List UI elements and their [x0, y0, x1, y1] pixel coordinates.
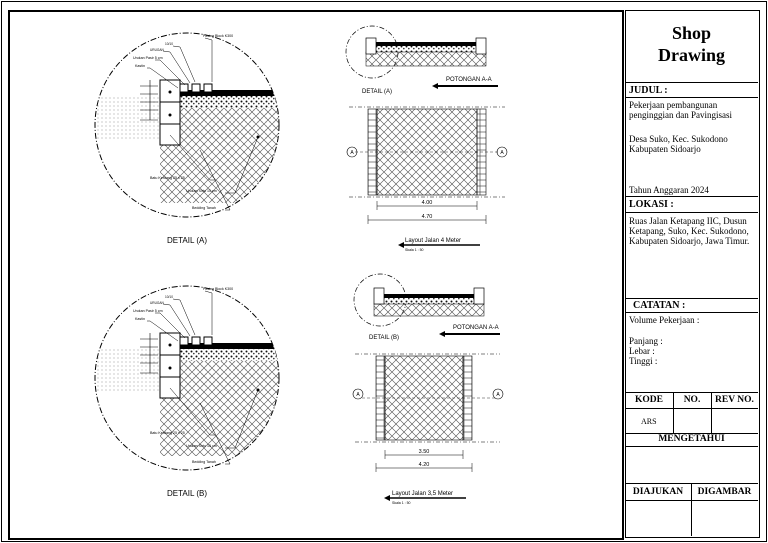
detail-a-label-small1: 10/10	[165, 42, 173, 46]
section-a-dim-outer: 4.70	[422, 214, 433, 220]
drawing-area	[8, 10, 624, 540]
panjang-label: Panjang :	[629, 336, 663, 346]
section-b: DETAIL (B) POTONGAN A-A A A 3.50 4.20 La…	[352, 273, 504, 505]
detail-b-label-sirtu: Urukan Sirtu 15 cm	[186, 444, 217, 448]
detail-b-label-tanah: Bedding Tanah	[192, 460, 216, 464]
section-a-potongan: POTONGAN A-A	[446, 77, 492, 83]
lebar-label: Lebar :	[629, 346, 655, 356]
section-a-dim-inner: 4.00	[422, 200, 433, 206]
section-b-dim-outer: 4.20	[419, 462, 430, 468]
kode-label: KODE	[635, 395, 663, 405]
section-a-scale: Skala 1 : 50	[405, 248, 424, 252]
kode-value: ARS	[641, 417, 657, 426]
detail-b-label-paving: Paving Block K300	[203, 287, 233, 291]
year-text: Tahun Anggaran 2024	[629, 185, 709, 195]
section-b-dim-inner: 3.50	[419, 449, 430, 455]
section-a-layout-title: Layout Jalan 4 Meter	[405, 238, 461, 244]
detail-a-label-paving: Paving Block K300	[203, 34, 233, 38]
detail-b-title: DETAIL (B)	[167, 489, 207, 498]
tb-divider	[711, 392, 712, 433]
tb-divider	[673, 392, 674, 433]
digambar-label: DIGAMBAR	[697, 487, 752, 497]
detail-b-label-urukan-pasir: Urukan Pasir 5 cm	[133, 309, 163, 313]
detail-a-circle: Paving Block K300 10/10 URUGAN Urukan Pa…	[94, 32, 280, 218]
diajukan-label: DIAJUKAN	[632, 487, 684, 497]
judul-label: JUDUL :	[629, 85, 668, 96]
section-b-detail-ref: DETAIL (B)	[369, 335, 399, 341]
tb-divider	[625, 196, 758, 197]
detail-b-circle: Paving Block K300 10/10 URUGAN Urukan Pa…	[94, 285, 280, 471]
detail-b-label-small2: URUGAN	[150, 301, 165, 305]
detail-a-label-urukan-pasir: Urukan Pasir 5 cm	[133, 56, 163, 60]
location-text: Desa Suko, Kec. Sukodono Kabupaten Sidoa…	[629, 134, 728, 154]
tb-divider	[625, 97, 758, 98]
section-a-cut-mark-right: A	[500, 150, 504, 156]
lokasi-text: Ruas Jalan Ketapang IIC, Dusun Ketapang,…	[629, 216, 750, 246]
tb-divider	[625, 500, 758, 501]
title-block	[625, 10, 760, 538]
no-label: NO.	[683, 395, 701, 405]
tb-divider	[625, 408, 758, 409]
detail-a-label-small2: URUGAN	[150, 48, 165, 52]
section-b-potongan: POTONGAN A-A	[453, 325, 499, 331]
tb-divider	[625, 392, 758, 393]
section-a-detail-ref: DETAIL (A)	[362, 89, 392, 95]
detail-b-label-kastin: Kastin	[135, 317, 145, 321]
section-b-cut-mark-left: A	[356, 392, 360, 398]
section-b-scale: Skala 1 : 50	[392, 501, 411, 505]
rev-label: REV NO.	[715, 395, 754, 405]
section-b-cut-mark-right: A	[496, 392, 500, 398]
detail-b-label-small1: 10/10	[165, 295, 173, 299]
tinggi-label: Tinggi :	[629, 356, 658, 366]
detail-a-label-batu: Batu Kerdang 25 x 25	[150, 176, 185, 180]
tb-divider	[691, 483, 692, 536]
section-a: DETAIL (A) POTONGAN A-A A A 4.00 4.70 La…	[345, 25, 508, 252]
detail-a-label-tanah: Bedding Tanah	[192, 206, 216, 210]
section-a-cut-mark-left: A	[350, 150, 354, 156]
detail-b-label-batu: Batu Kerdang 25 x 25	[150, 431, 185, 435]
tb-divider	[625, 82, 758, 83]
tb-divider	[625, 212, 758, 213]
tb-divider	[625, 446, 758, 447]
volume-label: Volume Pekerjaan :	[629, 315, 700, 325]
mengetahui-label: MENGETAHUI	[658, 434, 725, 444]
lokasi-label: LOKASI :	[629, 199, 674, 210]
tb-divider	[625, 312, 758, 313]
section-b-layout-title: Layout Jalan 3,5 Meter	[392, 491, 453, 497]
tb-divider	[625, 433, 758, 434]
detail-a-label-kastin: Kastin	[135, 64, 145, 68]
judul-text: Pekerjaan pembangunan penginggian dan Pa…	[629, 100, 732, 120]
detail-a-title: DETAIL (A)	[167, 236, 207, 245]
catatan-label: CATATAN :	[633, 300, 686, 311]
tb-divider	[625, 298, 758, 299]
detail-a-label-sirtu: Urukan Sirtu 15 cm	[186, 189, 217, 193]
